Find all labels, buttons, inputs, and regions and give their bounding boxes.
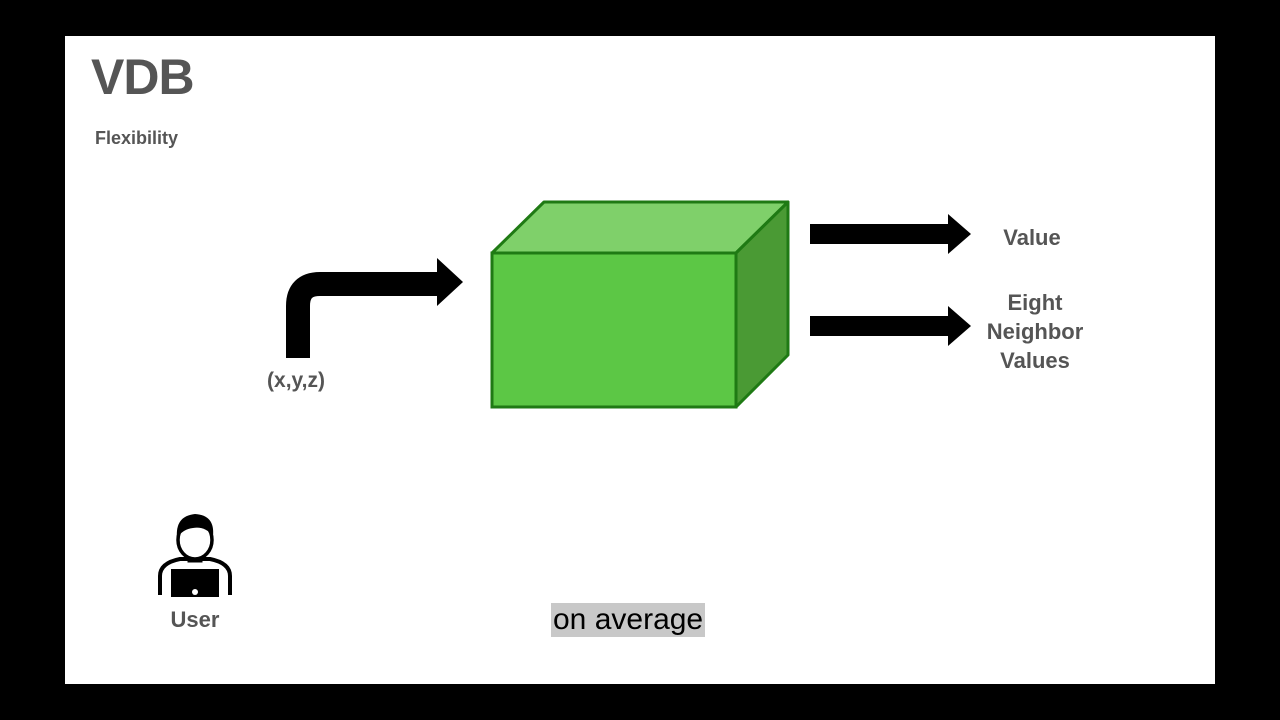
vdb-cube [490, 200, 790, 409]
output-neighbors-line: Eight [1007, 290, 1063, 315]
right-arrow-icon [810, 214, 971, 254]
slide-title: VDB [91, 49, 195, 105]
output-neighbors-label: Eight Neighbor Values [970, 288, 1100, 375]
right-arrow-icon [810, 306, 971, 346]
output-neighbors-line: Values [1000, 348, 1070, 373]
output-neighbors-line: Neighbor [986, 319, 1084, 344]
output-value-label: Value [1003, 225, 1061, 250]
person-at-laptop-icon [158, 514, 232, 597]
curved-arrow-icon [286, 258, 463, 358]
input-coordinates-label: (x,y,z) [267, 369, 325, 392]
user-label: User [170, 607, 220, 632]
diagram-canvas [158, 200, 971, 597]
subtitle-caption: on average [551, 603, 706, 637]
slide: VDB Flexibility [65, 36, 1215, 684]
slide-subtitle: Flexibility [95, 128, 179, 148]
cube-front-face [490, 251, 738, 409]
